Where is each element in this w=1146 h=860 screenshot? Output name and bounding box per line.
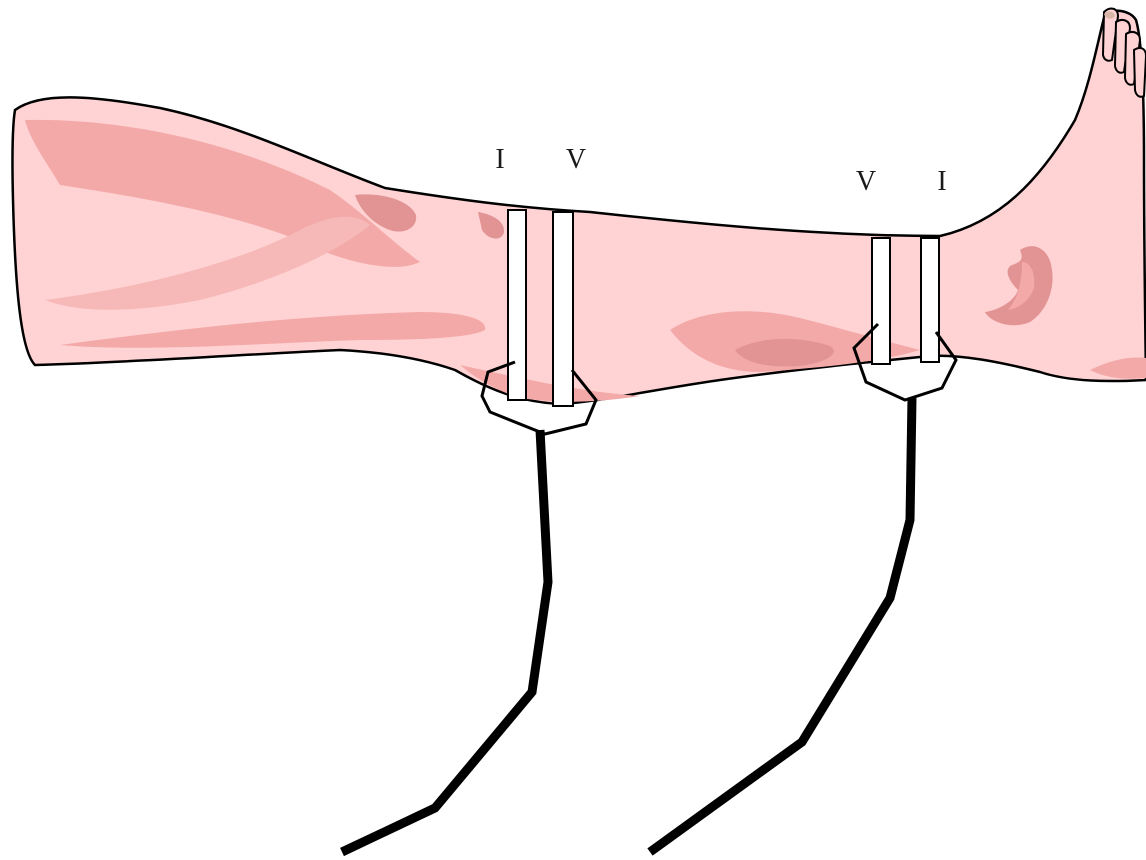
ankle-current-electrode xyxy=(921,238,939,362)
leg xyxy=(12,9,1146,404)
thigh-current-label: I xyxy=(495,144,504,175)
thigh-current-electrode xyxy=(508,210,526,400)
thigh-voltage-electrode xyxy=(553,212,573,406)
ankle-voltage-label: V xyxy=(856,166,876,197)
ankle-cable xyxy=(650,398,912,852)
ankle-voltage-electrode xyxy=(872,238,890,364)
thigh-voltage-label: V xyxy=(566,144,586,175)
ankle-current-label: I xyxy=(937,166,946,197)
thigh-cable xyxy=(342,430,548,852)
